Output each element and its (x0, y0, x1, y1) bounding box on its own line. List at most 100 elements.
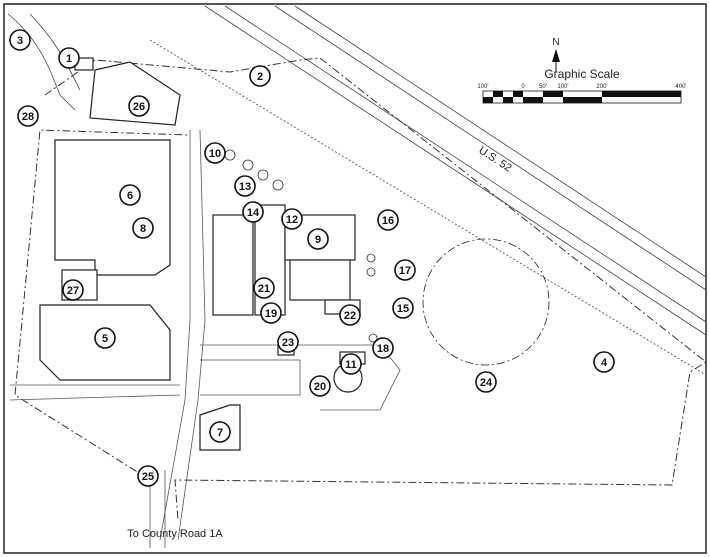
marker-label: 17 (399, 265, 411, 277)
site-marker-27: 27 (62, 279, 84, 301)
site-marker-24: 24 (475, 371, 497, 393)
marker-label: 26 (133, 101, 145, 113)
site-marker-10: 10 (204, 142, 226, 164)
site-marker-5: 5 (94, 327, 116, 349)
marker-label: 3 (17, 35, 23, 47)
marker-label: 1 (66, 53, 72, 65)
marker-circle (340, 353, 362, 375)
marker-label: 24 (480, 377, 493, 389)
site-marker-18: 18 (372, 337, 394, 359)
north-label: N (552, 37, 559, 48)
site-marker-26: 26 (128, 95, 150, 117)
site-marker-15: 15 (392, 297, 414, 319)
tank-symbols (224, 149, 378, 343)
marker-label: 10 (209, 148, 221, 160)
site-marker-11: 11 (340, 353, 362, 375)
marker-circle (249, 65, 271, 87)
marker-circle (234, 175, 256, 197)
marker-label: 15 (397, 303, 409, 315)
site-marker-9: 9 (307, 228, 329, 250)
marker-label: 11 (345, 359, 357, 371)
marker-circle (204, 142, 226, 164)
marker-circle (132, 217, 154, 239)
site-marker-1: 1 (58, 47, 80, 69)
scale-tick-label: 0 (521, 84, 525, 90)
marker-label: 19 (265, 308, 277, 320)
marker-circle (277, 331, 299, 353)
graphic-scale: Graphic Scale 100' 0 50' 100' 200' 400' (477, 67, 687, 104)
marker-label: 12 (286, 214, 298, 226)
marker-circle (58, 47, 80, 69)
site-roads (9, 129, 401, 548)
site-marker-3: 3 (9, 29, 31, 51)
site-marker-4: 4 (593, 351, 615, 373)
site-marker-6: 6 (119, 184, 141, 206)
marker-circle (9, 29, 31, 51)
marker-circle (307, 228, 329, 250)
marker-circle (377, 209, 399, 231)
marker-label: 18 (377, 343, 389, 355)
north-arrow: N (552, 37, 560, 72)
marker-circle (62, 279, 84, 301)
marker-circle (260, 302, 282, 324)
site-marker-28: 28 (17, 105, 39, 127)
site-marker-23: 23 (277, 331, 299, 353)
marker-label: 25 (142, 471, 154, 483)
marker-circle (128, 95, 150, 117)
marker-label: 14 (247, 207, 260, 219)
site-marker-17: 17 (394, 259, 416, 281)
marker-circle (119, 184, 141, 206)
site-marker-21: 21 (253, 277, 275, 299)
site-marker-8: 8 (132, 217, 154, 239)
marker-circle (372, 337, 394, 359)
marker-label: 2 (257, 71, 263, 83)
marker-circle (339, 304, 361, 326)
marker-label: 6 (127, 190, 133, 202)
site-marker-13: 13 (234, 175, 256, 197)
marker-label: 28 (22, 111, 34, 123)
access-road (7, 13, 81, 111)
marker-label: 4 (601, 357, 608, 369)
site-marker-19: 19 (260, 302, 282, 324)
marker-label: 9 (315, 234, 321, 246)
scale-tick-label: 50' (539, 84, 547, 90)
site-marker-7: 7 (209, 421, 231, 443)
marker-label: 13 (239, 181, 251, 193)
marker-label: 16 (382, 215, 394, 227)
marker-label: 22 (344, 310, 356, 322)
marker-label: 21 (258, 283, 270, 295)
marker-circle (253, 277, 275, 299)
marker-label: 5 (102, 333, 108, 345)
marker-circle (309, 375, 331, 397)
marker-circle (475, 371, 497, 393)
site-marker-25: 25 (137, 465, 159, 487)
county-road-label: To County Road 1A (127, 528, 223, 540)
marker-label: 8 (140, 223, 146, 235)
marker-label: 23 (282, 337, 294, 349)
scale-tick-label: 100' (557, 84, 568, 90)
marker-circle (392, 297, 414, 319)
marker-circle (209, 421, 231, 443)
site-marker-12: 12 (281, 208, 303, 230)
site-marker-20: 20 (309, 375, 331, 397)
marker-circle (137, 465, 159, 487)
marker-circle (281, 208, 303, 230)
site-markers: 1234567891011121314151617181920212223242… (9, 29, 615, 487)
scale-title: Graphic Scale (544, 67, 620, 81)
marker-circle (17, 105, 39, 127)
site-marker-14: 14 (242, 201, 264, 223)
north-arrow-icon (552, 49, 560, 62)
site-marker-16: 16 (377, 209, 399, 231)
marker-label: 27 (67, 285, 79, 297)
site-marker-22: 22 (339, 304, 361, 326)
highway-us-52 (149, 5, 707, 376)
site-marker-2: 2 (249, 65, 271, 87)
scale-tick-label: 400' (675, 84, 686, 90)
scale-tick-label: 100' (477, 84, 488, 90)
scale-tick-label: 200' (596, 84, 607, 90)
marker-circle (593, 351, 615, 373)
marker-label: 20 (314, 381, 326, 393)
marker-circle (242, 201, 264, 223)
marker-circle (394, 259, 416, 281)
